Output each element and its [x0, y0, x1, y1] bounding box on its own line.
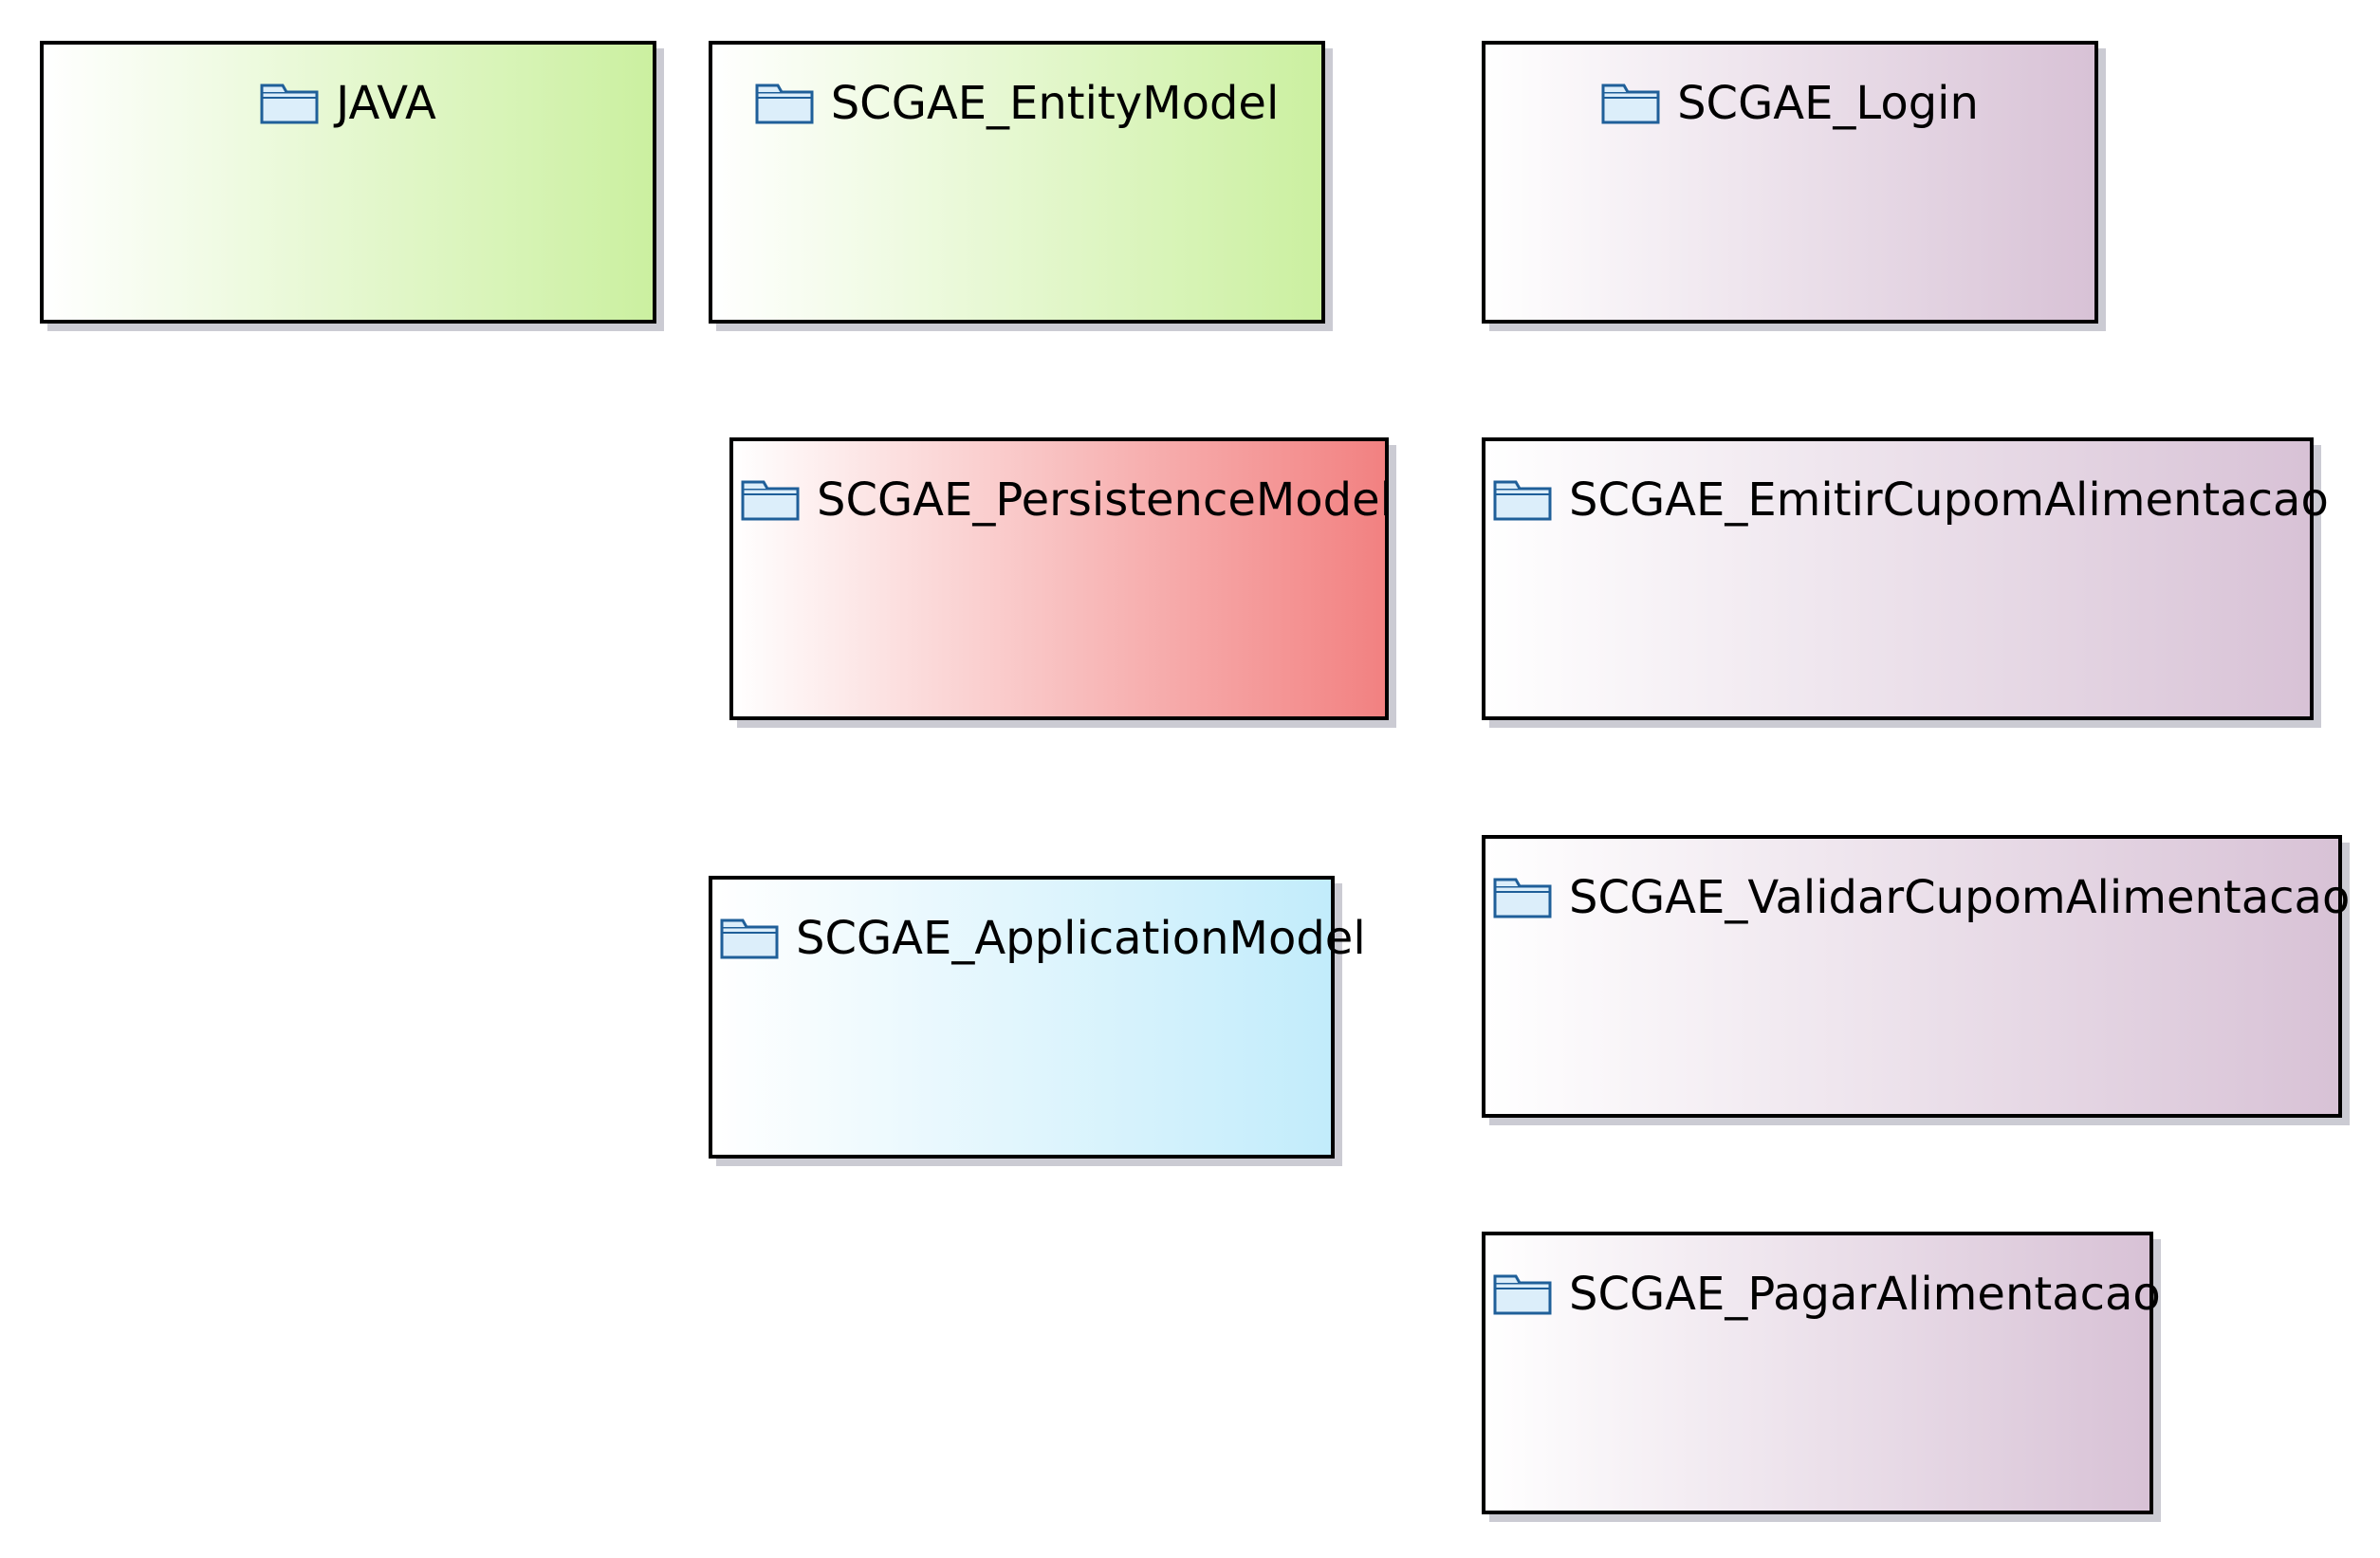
- folder-icon: [720, 918, 779, 959]
- folder-icon: [1493, 480, 1552, 521]
- package-header: JAVA: [44, 81, 653, 126]
- package-header: SCGAE_EntityModel: [712, 81, 1321, 126]
- package-persistence-model[interactable]: SCGAE_PersistenceModel: [729, 437, 1393, 720]
- package-header: SCGAE_PagarAlimentacao: [1493, 1271, 2161, 1317]
- package-validar-cupom-alimentacao[interactable]: SCGAE_ValidarCupomAlimentacao: [1482, 835, 2350, 1118]
- package-header: SCGAE_PersistenceModel: [741, 477, 1393, 523]
- package-label: SCGAE_Login: [1677, 77, 1979, 130]
- package-header: SCGAE_ValidarCupomAlimentacao: [1493, 875, 2350, 920]
- folder-icon: [741, 480, 800, 521]
- package-label: SCGAE_PersistenceModel: [817, 473, 1393, 527]
- folder-icon: [1601, 83, 1660, 124]
- package-pagar-alimentacao[interactable]: SCGAE_PagarAlimentacao: [1482, 1232, 2161, 1514]
- package-label: SCGAE_EntityModel: [830, 77, 1280, 130]
- package-label: SCGAE_PagarAlimentacao: [1569, 1268, 2161, 1321]
- package-header: SCGAE_EmitirCupomAlimentacao: [1493, 477, 2329, 523]
- package-label: SCGAE_ValidarCupomAlimentacao: [1569, 871, 2351, 924]
- folder-icon: [1493, 878, 1552, 918]
- package-header: SCGAE_Login: [1485, 81, 2094, 126]
- package-application-model[interactable]: SCGAE_ApplicationModel: [709, 876, 1366, 1159]
- folder-icon: [755, 83, 814, 124]
- package-label: SCGAE_EmitirCupomAlimentacao: [1569, 473, 2329, 527]
- package-header: SCGAE_ApplicationModel: [720, 916, 1366, 961]
- folder-icon: [1493, 1274, 1552, 1315]
- package-label: JAVA: [336, 77, 436, 130]
- package-java[interactable]: JAVA: [40, 41, 656, 324]
- package-login[interactable]: SCGAE_Login: [1482, 41, 2098, 324]
- package-emitir-cupom-alimentacao[interactable]: SCGAE_EmitirCupomAlimentacao: [1482, 437, 2329, 720]
- package-label: SCGAE_ApplicationModel: [796, 912, 1366, 965]
- folder-icon: [260, 83, 319, 124]
- package-entity-model[interactable]: SCGAE_EntityModel: [709, 41, 1325, 324]
